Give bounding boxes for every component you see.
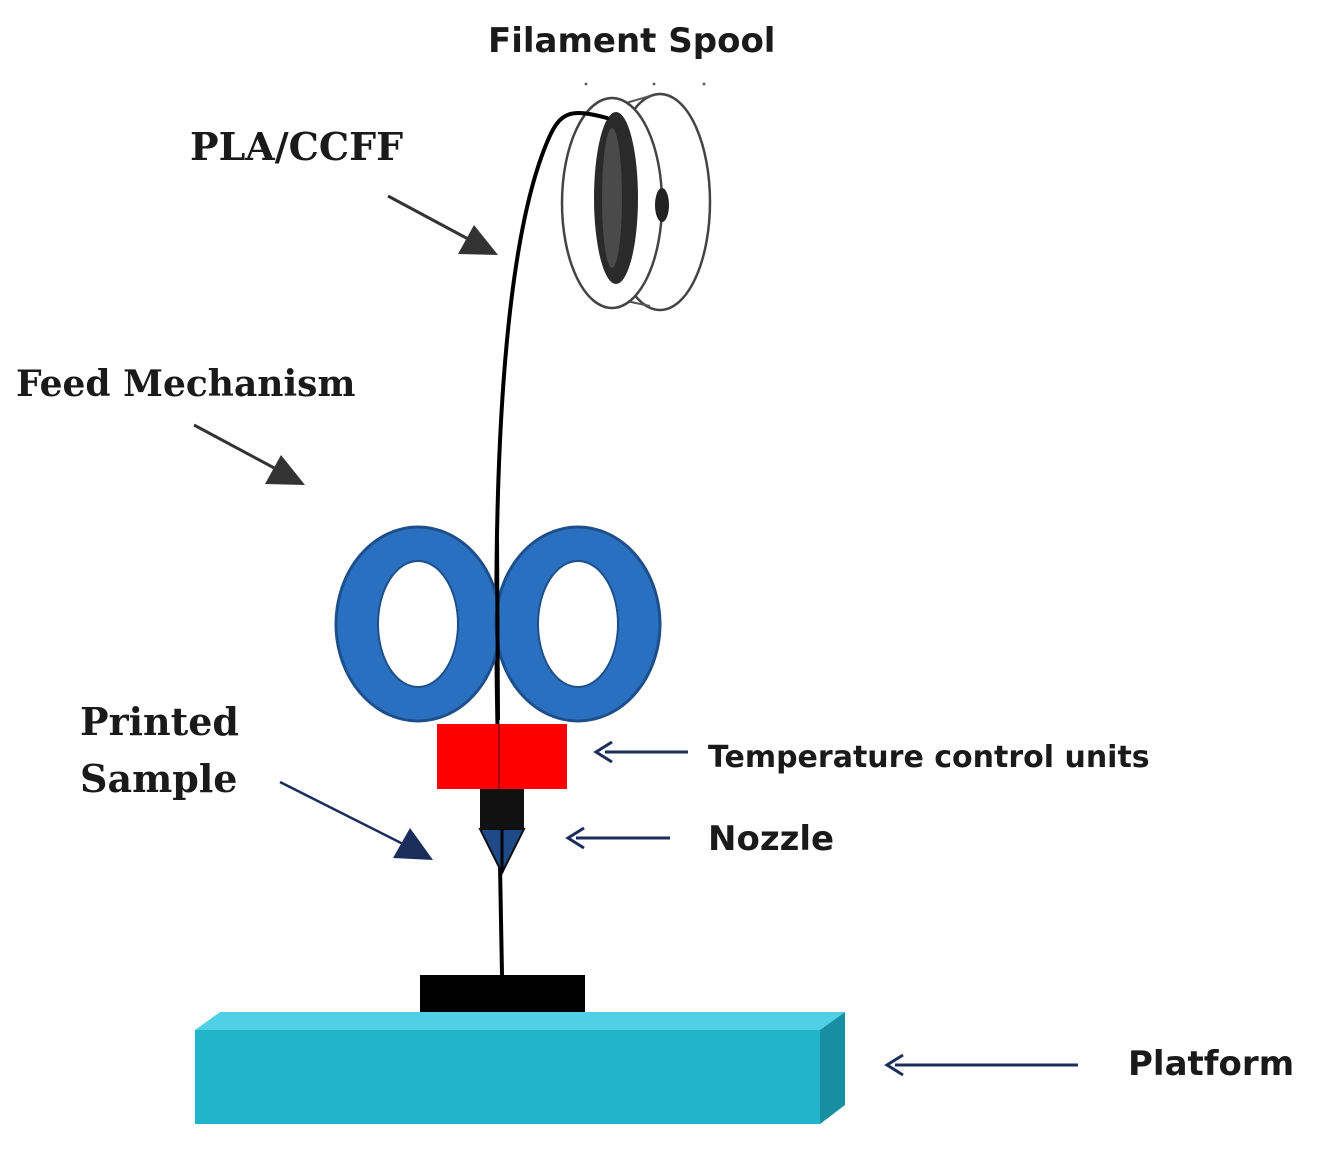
nozzle-body	[480, 789, 524, 829]
feed-mechanism-arrow	[193, 423, 305, 485]
nozzle	[478, 789, 526, 876]
filament-spool	[560, 82, 712, 312]
heater-block	[437, 724, 567, 789]
feed-mechanism-label: Feed Mechanism	[16, 363, 356, 405]
platform-front-face	[195, 1030, 820, 1124]
platform-top-face	[195, 1012, 845, 1030]
platform-label: Platform	[1128, 1044, 1295, 1084]
spool-wound-filament-highlight	[602, 128, 622, 268]
printed-sample-arrow	[279, 780, 433, 860]
printed-sample-label-line2: Sample	[80, 756, 238, 801]
temperature-control-units-label: Temperature control units	[708, 740, 1150, 775]
temperature-control-arrow	[593, 740, 688, 764]
printed-sample-label-line1: Printed	[80, 699, 239, 744]
platform	[195, 1012, 845, 1124]
platform-side-face	[820, 1012, 845, 1124]
feed-mechanism-rollers	[334, 525, 662, 723]
left-roller-hole	[377, 560, 459, 688]
printed-sample	[420, 975, 585, 1012]
nozzle-arrow	[565, 826, 670, 850]
platform-arrow	[884, 1053, 1078, 1077]
spool-center-hole	[655, 188, 669, 222]
filament-spool-label: Filament Spool	[488, 21, 776, 61]
right-roller-hole	[537, 560, 619, 688]
pla-ccff-arrow	[387, 194, 498, 255]
pla-ccff-label: PLA/CCFF	[190, 124, 404, 169]
nozzle-label: Nozzle	[708, 819, 835, 859]
